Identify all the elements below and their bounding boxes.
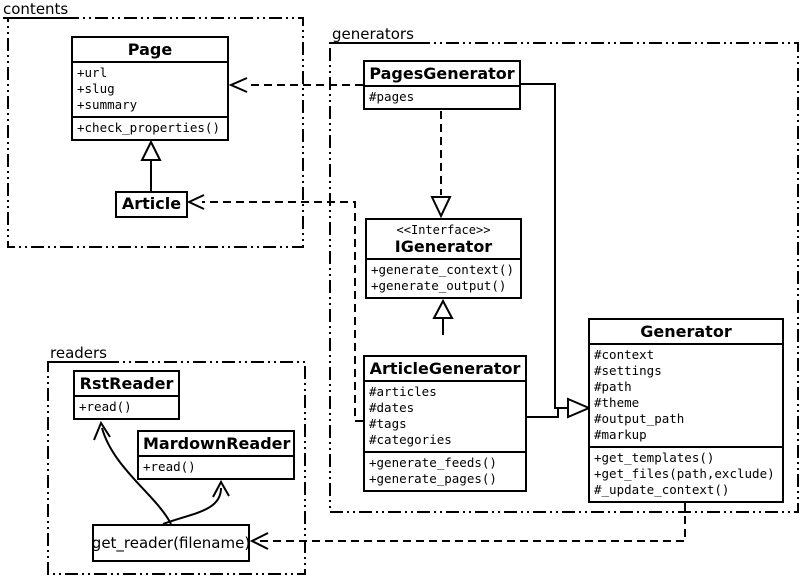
class-rstreader-methods: +read() xyxy=(75,395,178,418)
class-rstreader-title: RstReader xyxy=(79,374,174,393)
class-page-title: Page xyxy=(127,40,173,59)
package-generators-label: generators xyxy=(332,25,414,43)
package-contents-label: contents xyxy=(3,0,69,18)
class-pagesgenerator-attributes: #pages xyxy=(365,85,519,108)
class-igenerator-title: IGenerator xyxy=(394,237,493,256)
class-igenerator-methods: +generate_context() +generate_output() xyxy=(367,258,520,297)
class-article: Article xyxy=(115,191,188,218)
function-get-reader-label: get_reader(filename) xyxy=(91,534,251,552)
class-mardownreader-title: MardownReader xyxy=(143,434,291,453)
generalization-articlegenerator-to-igenerator xyxy=(432,298,454,335)
generalization-generators-to-generator xyxy=(521,83,592,419)
realization-pagesgenerator-to-igenerator xyxy=(430,111,452,219)
dependency-generator-to-getreader xyxy=(249,503,686,550)
class-articlegenerator-methods: +generate_feeds() +generate_pages() xyxy=(365,451,525,490)
class-article-title: Article xyxy=(121,194,182,213)
class-pagesgenerator: PagesGenerator #pages xyxy=(363,60,521,110)
class-articlegenerator: ArticleGenerator #articles #dates #tags … xyxy=(363,355,527,492)
arrow-getreader-to-rstreader xyxy=(93,420,172,525)
dependency-pagesgenerator-to-page xyxy=(228,77,363,93)
arrow-getreader-to-mardownreader xyxy=(162,479,230,525)
class-generator-methods: +get_templates() +get_files(path,exclude… xyxy=(590,446,782,501)
class-mardownreader-methods: +read() xyxy=(139,455,293,478)
generalization-article-to-page xyxy=(140,139,162,191)
package-generators-border xyxy=(329,42,799,513)
function-get-reader: get_reader(filename) xyxy=(92,524,250,562)
class-generator-title: Generator xyxy=(640,322,732,341)
class-pagesgenerator-title: PagesGenerator xyxy=(369,64,515,83)
class-page: Page +url +slug +summary +check_properti… xyxy=(71,36,229,141)
class-igenerator: <<Interface>> IGenerator +generate_conte… xyxy=(365,218,522,299)
class-generator: Generator #context #settings #path #them… xyxy=(588,318,784,503)
class-page-attributes: +url +slug +summary xyxy=(73,61,227,116)
class-igenerator-stereotype: <<Interface>> xyxy=(396,223,491,237)
dependency-articlegenerator-to-article xyxy=(186,194,363,422)
class-page-methods: +check_properties() xyxy=(73,116,227,139)
class-articlegenerator-attributes: #articles #dates #tags #categories xyxy=(365,380,525,451)
package-readers-label: readers xyxy=(50,344,107,362)
package-contents-border xyxy=(7,17,304,248)
package-readers-border xyxy=(47,361,306,575)
class-generator-attributes: #context #settings #path #theme #output_… xyxy=(590,343,782,446)
class-articlegenerator-title: ArticleGenerator xyxy=(369,359,521,378)
class-mardownreader: MardownReader +read() xyxy=(137,430,295,480)
class-rstreader: RstReader +read() xyxy=(73,370,180,420)
